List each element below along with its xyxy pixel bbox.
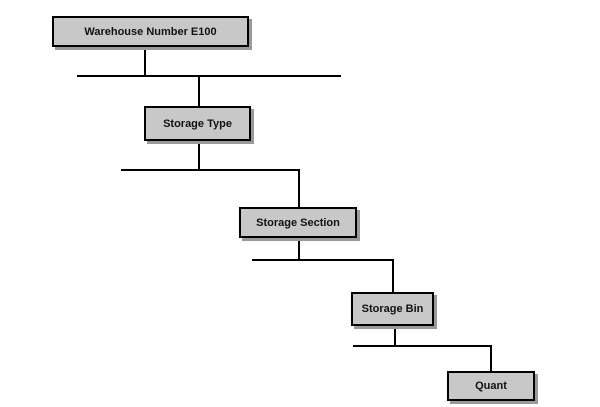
node-storage-bin: Storage Bin <box>351 292 434 326</box>
node-warehouse-number: Warehouse Number E100 <box>52 16 249 47</box>
node-storage-section: Storage Section <box>239 207 357 238</box>
node-storage-type: Storage Type <box>144 106 251 141</box>
node-quant: Quant <box>447 371 535 401</box>
